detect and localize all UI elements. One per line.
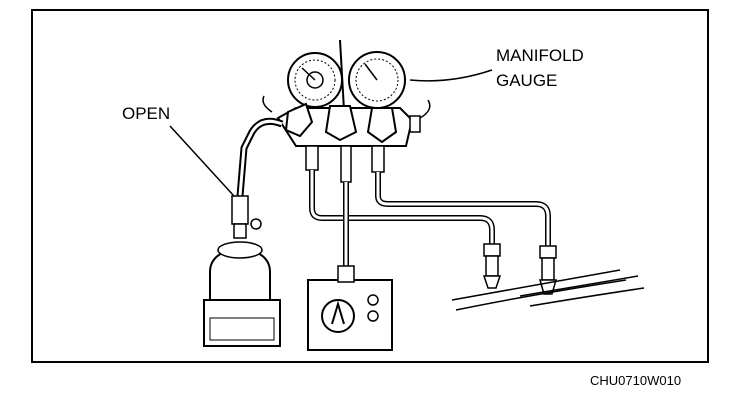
- high-pressure-gauge: [349, 52, 405, 108]
- manifold-gauge-label-line2: GAUGE: [496, 71, 557, 90]
- low-side-coupler: [484, 244, 500, 288]
- manifold-fittings: [306, 146, 384, 182]
- pump-switch-bottom: [368, 311, 378, 321]
- low-pressure-gauge: [288, 53, 342, 107]
- low-side-hose: [312, 170, 492, 246]
- high-side-hose: [378, 172, 548, 248]
- can-tap-valve: [232, 196, 261, 238]
- center-valve-knob: [326, 106, 356, 140]
- scale: [204, 300, 280, 346]
- open-leader-line: [170, 126, 234, 196]
- can-hose: [240, 121, 282, 196]
- manifold-leader-line: [410, 70, 492, 81]
- refrigerant-can: [210, 242, 270, 300]
- figure-code: CHU0710W010: [590, 373, 681, 388]
- manifold-gauge-label-line1: MANIFOLD: [496, 46, 584, 65]
- open-label: OPEN: [122, 104, 170, 123]
- high-side-coupler: [540, 246, 556, 294]
- vacuum-pump: [308, 266, 392, 350]
- manifold-body: [263, 96, 430, 146]
- pump-switch-top: [368, 295, 378, 305]
